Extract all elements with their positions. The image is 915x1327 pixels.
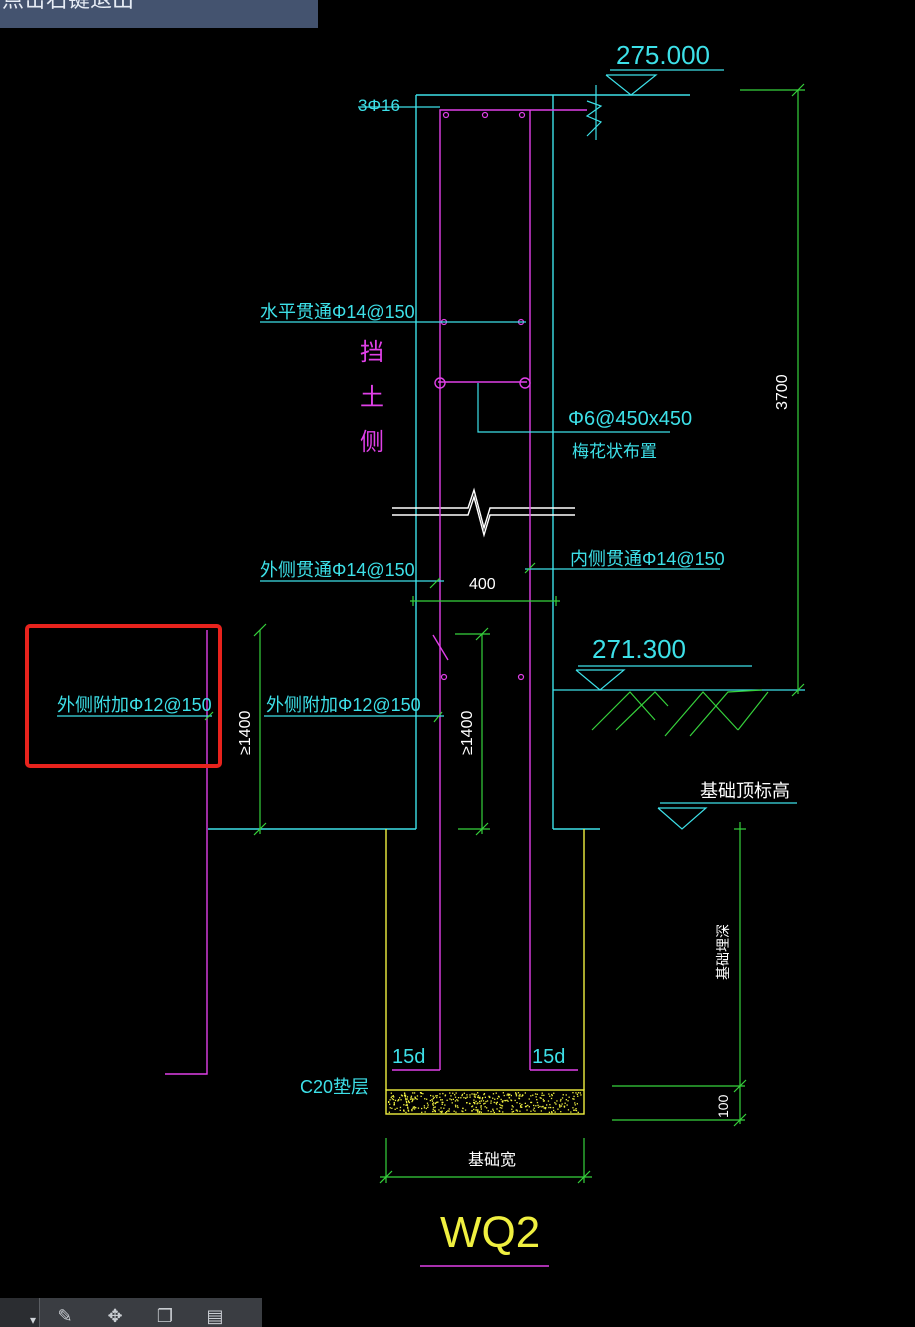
dimension-lines	[204, 83, 805, 1184]
wall-outline	[208, 94, 690, 830]
rebar-dots	[440, 111, 526, 681]
anchor-left-label: 15d	[392, 1046, 425, 1068]
outer-add-left-label: 外侧附加Φ12@150	[57, 695, 212, 715]
drawing-title: WQ2	[440, 1208, 540, 1257]
leader-lines	[57, 69, 797, 830]
length-left-label: ≥1400	[237, 711, 254, 755]
elevation-ground-label: 271.300	[592, 634, 686, 664]
edit-icon[interactable]: ✎	[57, 1306, 73, 1327]
soil-side-label-1: 挡	[360, 339, 384, 366]
height-dimension-label: 3700	[774, 374, 791, 410]
foundation-outline	[385, 829, 585, 1115]
break-line	[392, 487, 575, 538]
tie-bar-label: Φ6@450x450	[568, 408, 692, 430]
inner-through-label: 内侧贯通Φ14@150	[570, 549, 725, 569]
anchor-right-label: 15d	[532, 1046, 565, 1068]
foundation-top-label: 基础顶标高	[700, 781, 790, 801]
move-icon[interactable]: ✥	[107, 1306, 123, 1327]
soil-side-label-3: 侧	[360, 429, 384, 456]
rebars	[165, 109, 587, 1267]
outer-through-label: 外侧贯通Φ14@150	[260, 560, 415, 580]
bottom-toolbar: ▾ ✎ ✥ ❐ ▤	[0, 1298, 262, 1327]
command-hint-bar: 点击右键退出	[0, 0, 318, 28]
top-bars-label: 3Φ16	[358, 96, 400, 115]
elevation-top-label: 275.000	[616, 40, 710, 70]
command-hint-text: 点击右键退出	[2, 0, 135, 13]
cad-drawing-canvas[interactable]: 275.000 3Φ16 水平贯通Φ14@150 Φ6@450x450 梅花状布…	[0, 0, 915, 1298]
cushion-label: C20垫层	[300, 1077, 369, 1097]
foundation-width-label: 基础宽	[468, 1151, 516, 1169]
wall-thickness-label: 400	[469, 576, 496, 593]
cushion-thickness-label: 100	[715, 1094, 731, 1118]
length-mid-label: ≥1400	[459, 711, 476, 755]
foundation-depth-label: 基础埋深	[715, 924, 731, 980]
outer-add-mid-label: 外侧附加Φ12@150	[266, 695, 421, 715]
highlight-box	[25, 624, 222, 768]
ground-hatch	[591, 689, 769, 737]
copy-icon[interactable]: ❐	[156, 1306, 174, 1327]
cushion-hatch	[388, 1092, 582, 1114]
horizontal-through-label: 水平贯通Φ14@150	[260, 302, 415, 322]
paste-icon[interactable]: ▤	[206, 1306, 224, 1327]
tie-layout-label: 梅花状布置	[572, 442, 657, 461]
soil-side-label-2: 土	[360, 384, 384, 411]
dropdown-icon[interactable]: ▾	[0, 1298, 40, 1327]
